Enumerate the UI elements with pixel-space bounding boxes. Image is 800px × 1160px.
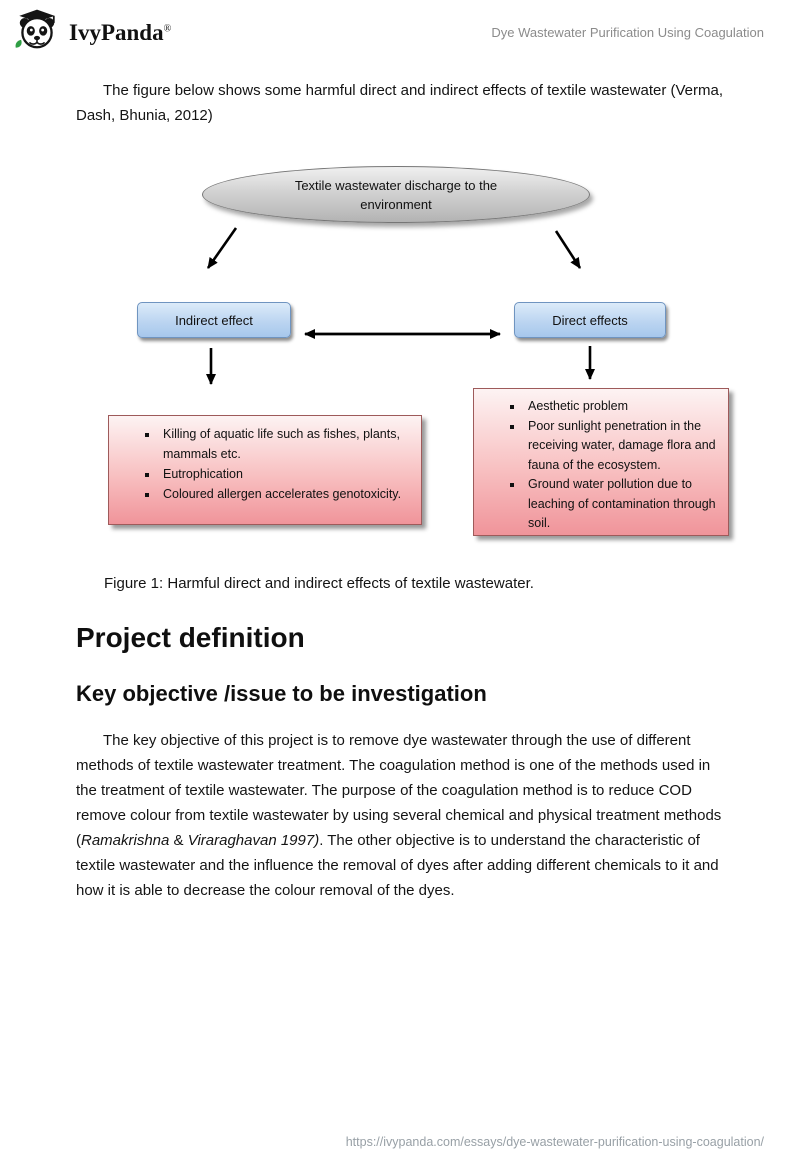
intro-paragraph: The figure below shows some harmful dire…: [76, 82, 724, 124]
footer-source-url[interactable]: https://ivypanda.com/essays/dye-wastewat…: [345, 1135, 764, 1149]
list-item: Poor sunlight penetration in the receivi…: [524, 417, 718, 476]
list-item: Ground water pollution due to leaching o…: [524, 475, 718, 534]
effects-diagram: Textile wastewater discharge to the envi…: [0, 158, 800, 553]
list-item: Killing of aquatic life such as fishes, …: [159, 424, 411, 464]
direct-effects-list-box: Aesthetic problem Poor sunlight penetrat…: [473, 388, 729, 536]
diagram-node-direct-effects: Direct effects: [514, 302, 666, 338]
direct-effects-list: Aesthetic problem Poor sunlight penetrat…: [474, 389, 728, 534]
diagram-node-discharge: Textile wastewater discharge to the envi…: [202, 166, 590, 223]
figure-caption: Figure 1: Harmful direct and indirect ef…: [104, 575, 534, 592]
list-item: Aesthetic problem: [524, 397, 718, 417]
indirect-effects-list: Killing of aquatic life such as fishes, …: [109, 416, 421, 504]
document-title: Dye Wastewater Purification Using Coagul…: [491, 25, 764, 40]
citation-author-1: Ramakrishna: [81, 832, 170, 849]
diagram-arrows: [206, 227, 595, 385]
paragraph-text: The key objective of this project is to …: [76, 732, 722, 849]
indirect-effects-list-box: Killing of aquatic life such as fishes, …: [108, 415, 422, 525]
citation-ampersand: &: [169, 832, 188, 849]
list-item: Coloured allergen accelerates genotoxici…: [159, 484, 411, 504]
ivypanda-panda-logo-icon: [14, 7, 60, 58]
list-item: Eutrophication: [159, 464, 411, 484]
arrow-discharge-to-direct: [554, 230, 582, 269]
header: IvyPanda® Dye Wastewater Purification Us…: [0, 0, 800, 58]
diagram-node-indirect-effect: Indirect effect: [137, 302, 291, 338]
registered-mark: ®: [163, 22, 172, 34]
brand-link[interactable]: IvyPanda®: [14, 7, 171, 58]
section-heading: Project definition: [76, 622, 305, 653]
arrow-discharge-to-indirect: [206, 227, 238, 269]
section-subheading: Key objective /issue to be investigation: [76, 681, 487, 706]
citation-author-2: Viraraghavan 1997): [187, 832, 320, 849]
brand-name: IvyPanda®: [69, 19, 172, 45]
paragraph-text-continued: . The other objective is to understand t…: [76, 832, 719, 899]
body-paragraph: The key objective of this project is to …: [76, 728, 724, 903]
